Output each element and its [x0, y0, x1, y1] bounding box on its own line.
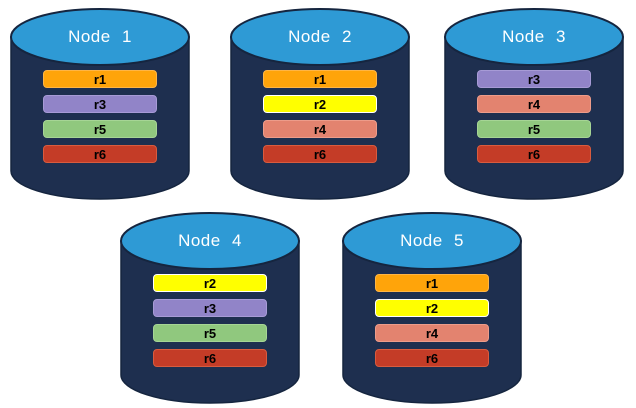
node-4: Node 4 r2 r3 r5 r6: [120, 212, 300, 404]
replica-bar: r5: [477, 120, 591, 138]
replica-bar: r6: [43, 145, 157, 163]
replica-list: r2 r3 r5 r6: [153, 274, 267, 374]
node-title: Node 1: [68, 27, 132, 46]
replica-bar: r5: [153, 324, 267, 342]
cylinder-top: [444, 8, 624, 66]
node-3: Node 3 r3 r4 r5 r6: [444, 8, 624, 200]
replica-bar: r3: [43, 95, 157, 113]
replica-bar: r5: [43, 120, 157, 138]
replica-list: r3 r4 r5 r6: [477, 70, 591, 170]
replica-bar: r2: [375, 299, 489, 317]
node-1: Node 1 r1 r3 r5 r6: [10, 8, 190, 200]
replica-bar: r6: [477, 145, 591, 163]
node-title: Node 2: [288, 27, 352, 46]
cylinder-top: [120, 212, 300, 270]
replica-list: r1 r2 r4 r6: [263, 70, 377, 170]
node-5: Node 5 r1 r2 r4 r6: [342, 212, 522, 404]
replica-list: r1 r2 r4 r6: [375, 274, 489, 374]
replica-bar: r2: [263, 95, 377, 113]
cylinder-top: [342, 212, 522, 270]
replica-bar: r1: [43, 70, 157, 88]
node-title: Node 5: [400, 231, 464, 250]
replica-bar: r6: [153, 349, 267, 367]
replica-bar: r1: [263, 70, 377, 88]
replica-bar: r6: [263, 145, 377, 163]
replica-bar: r4: [375, 324, 489, 342]
cylinder-top: [10, 8, 190, 66]
replica-list: r1 r3 r5 r6: [43, 70, 157, 170]
node-title: Node 4: [178, 231, 242, 250]
node-2: Node 2 r1 r2 r4 r6: [230, 8, 410, 200]
replica-bar: r1: [375, 274, 489, 292]
replica-bar: r3: [153, 299, 267, 317]
replica-bar: r6: [375, 349, 489, 367]
replica-bar: r3: [477, 70, 591, 88]
replica-bar: r2: [153, 274, 267, 292]
cylinder-top: [230, 8, 410, 66]
node-title: Node 3: [502, 27, 566, 46]
replica-bar: r4: [477, 95, 591, 113]
replica-bar: r4: [263, 120, 377, 138]
